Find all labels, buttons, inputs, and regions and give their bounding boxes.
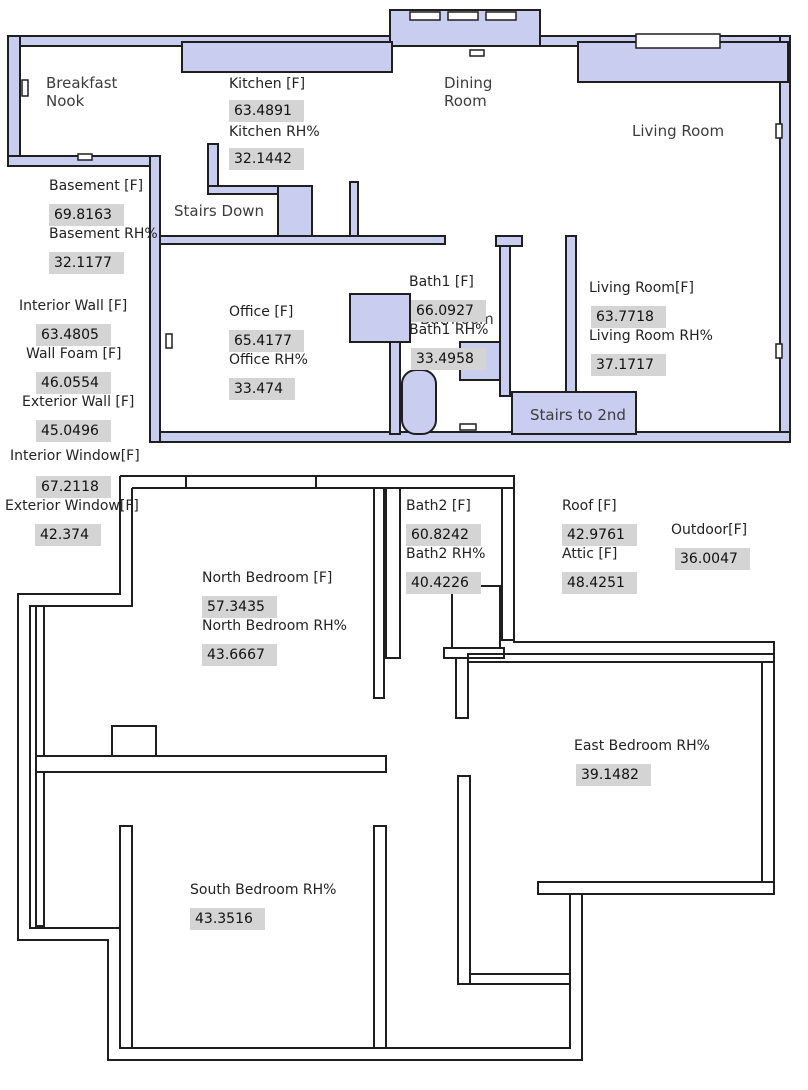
- sensor-label: Living Room RH%: [589, 328, 713, 344]
- sensor-value: 32.1177: [49, 252, 124, 274]
- sensor-label: Exterior Window[F]: [5, 498, 139, 514]
- sensor-label: Exterior Wall [F]: [22, 394, 135, 410]
- sensor-value: 66.0927: [411, 300, 486, 322]
- sensor-label: Kitchen RH%: [229, 124, 320, 140]
- sensor-value: 37.1717: [591, 354, 666, 376]
- stairs-to-2nd-label: Stairs to 2nd: [530, 406, 626, 424]
- sensor-label: Bath2 RH%: [406, 546, 486, 562]
- sensor-label: Wall Foam [F]: [26, 346, 122, 362]
- sensor-label: Attic [F]: [562, 546, 618, 562]
- sensor-value: 63.4891: [229, 100, 304, 122]
- sensor-value: 46.0554: [36, 372, 111, 394]
- sensor-value: 42.374: [35, 524, 101, 546]
- sensor-value: 33.474: [229, 378, 295, 400]
- sensor-value: 36.0047: [675, 548, 750, 570]
- sensor-label: East Bedroom RH%: [574, 738, 710, 754]
- sensor-value: 32.1442: [229, 148, 304, 170]
- sensor-value: 48.4251: [562, 572, 637, 594]
- stairs-down-label: Stairs Down: [174, 202, 264, 220]
- sensor-label: Office RH%: [229, 352, 308, 368]
- sensor-label: Bath1 [F]: [409, 274, 474, 290]
- dining-room-label-1: Dining: [444, 74, 492, 92]
- sensor-value: 42.9761: [562, 524, 637, 546]
- sensor-value: 57.3435: [202, 596, 277, 618]
- sensor-value: 43.6667: [202, 644, 277, 666]
- sensor-label: Basement RH%: [49, 226, 158, 242]
- sensor-label: North Bedroom [F]: [202, 570, 333, 586]
- sensor-label: North Bedroom RH%: [202, 618, 347, 634]
- sensor-label: Office [F]: [229, 304, 294, 320]
- breakfast-nook-label-1: Breakfast: [46, 74, 118, 92]
- sensor-value: 39.1482: [576, 764, 651, 786]
- living-room-label: Living Room: [632, 122, 724, 140]
- sensor-label: Bath2 [F]: [406, 498, 471, 514]
- sensor-label: South Bedroom RH%: [190, 882, 337, 898]
- sensor-label: Bath1 RH%: [409, 322, 489, 338]
- sensor-value: 63.4805: [36, 324, 111, 346]
- sensor-label: Basement [F]: [49, 178, 144, 194]
- second-floor-plan: [17, 475, 775, 1061]
- sensor-label: Outdoor[F]: [671, 522, 748, 538]
- sensor-value: 33.4958: [411, 348, 486, 370]
- sensor-value: 63.7718: [591, 306, 666, 328]
- sensor-label: Roof [F]: [562, 498, 617, 514]
- sensor-value: 69.8163: [49, 204, 124, 226]
- sensor-label: Interior Wall [F]: [19, 298, 128, 314]
- sensor-value: 40.4226: [406, 572, 481, 594]
- window-marks: [21, 11, 783, 431]
- sensor-label: Interior Window[F]: [10, 448, 140, 464]
- sensor-label: Living Room[F]: [589, 280, 694, 296]
- sensor-value: 67.2118: [36, 476, 111, 498]
- sensor-value: 45.0496: [36, 420, 111, 442]
- sensor-label: Kitchen [F]: [229, 76, 306, 92]
- sensor-value: 60.8242: [406, 524, 481, 546]
- dining-room-label-2: Room: [444, 92, 487, 110]
- sensor-value: 65.4177: [229, 330, 304, 352]
- sensor-value: 43.3516: [190, 908, 265, 930]
- breakfast-nook-label-2: Nook: [46, 92, 85, 110]
